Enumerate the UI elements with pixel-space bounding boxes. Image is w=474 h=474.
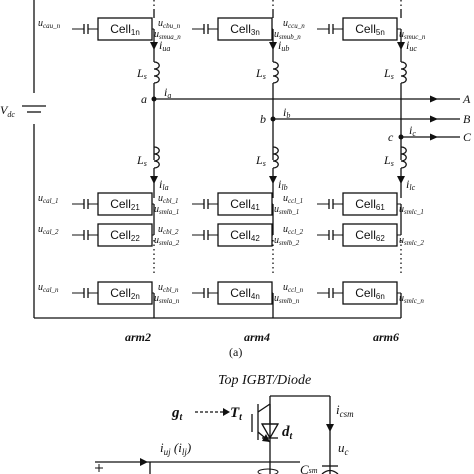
arm-current-label: iuj (ilj) <box>160 440 191 457</box>
cell-name-lower0-0: Cell21 <box>110 197 140 212</box>
output-arrow-1 <box>430 115 438 123</box>
arm-label-6: arm6 <box>373 330 399 344</box>
phase-current-label-0: ia <box>164 85 171 100</box>
cell-uc-label-upper1-0: ucbu_n <box>158 18 181 30</box>
cell-usm-label-lower2-0: usmlc_1 <box>399 204 424 216</box>
cell-usm-label-lower1-0: usmlb_1 <box>274 204 299 216</box>
lower-inductor-1 <box>272 146 279 169</box>
cell-uc-label-lower1-0: ucbl_1 <box>158 193 179 205</box>
output-terminal-1: B <box>463 112 471 126</box>
lower-inductor-0 <box>153 146 160 169</box>
cell-usm-label-upper0-0: usmua_n <box>154 29 181 41</box>
cell-uc-label-upper2-0: uccu_n <box>283 18 305 30</box>
vdc-label: Vdc <box>0 103 15 119</box>
upper-inductor-2 <box>400 61 407 84</box>
cell-usm-label-upper1-0: usmub_n <box>274 29 301 41</box>
upper-inductor-label-2: Ls <box>383 66 394 81</box>
cell-usm-label-lower2-2: usmlc_n <box>399 293 424 305</box>
uc-label: uc <box>338 440 349 457</box>
cell-uc-label-lower0-2: ucal_n <box>38 282 59 294</box>
dc-bus: Vdc <box>0 0 401 319</box>
cell-usm-label-lower0-0: usmla_1 <box>154 204 179 216</box>
upper-current-arrow <box>150 42 158 50</box>
cell-usm-label-lower0-2: usmla_n <box>154 293 180 305</box>
lower-inductor-label-1: Ls <box>255 153 266 168</box>
cell-name-lower2-1: Cell62 <box>355 228 385 243</box>
phase-current-label-1: ib <box>283 105 290 120</box>
cell-name-lower0-2: Cell2n <box>110 286 140 301</box>
cell-name-upper0-0: Cell1n <box>110 22 140 37</box>
output-terminal-0: A <box>462 92 471 106</box>
upper-current-label-2: iuc <box>406 38 417 53</box>
cell-usm-label-lower0-1: usmla_2 <box>154 235 180 247</box>
lower-inductor-2 <box>400 146 407 169</box>
upper-current-label-1: iub <box>278 38 289 53</box>
upper-current-arrow <box>397 42 405 50</box>
lower-current-arrow <box>269 176 277 184</box>
lower-current-arrow <box>150 176 158 184</box>
detail-title: Top IGBT/Diode <box>218 373 311 388</box>
node-label-0: a <box>141 92 147 106</box>
cell-name-lower1-1: Cell42 <box>230 228 260 243</box>
node-label-2: c <box>388 130 394 144</box>
cell-uc-label-lower0-0: ucal_1 <box>38 193 59 205</box>
cell-uc-label-lower0-1: ucal_2 <box>38 224 59 236</box>
lower-inductor-label-2: Ls <box>383 153 394 168</box>
cell-usm-label-upper2-0: usmuc_n <box>399 29 426 41</box>
cell-uc-label-lower1-2: ucbl_n <box>158 282 179 294</box>
csm-cap-label: Csm <box>300 462 318 474</box>
cell-name-lower1-0: Cell41 <box>230 197 260 212</box>
top-dots <box>153 0 402 10</box>
output-arrow-0 <box>430 95 438 103</box>
output-terminal-2: C <box>463 130 472 144</box>
upper-current-label-0: iua <box>159 38 170 53</box>
diode-label: dt <box>282 424 294 442</box>
upper-inductor-label-1: Ls <box>255 66 266 81</box>
lower-current-arrow <box>397 176 405 184</box>
cell-usm-label-lower2-1: usmlc_2 <box>399 235 424 247</box>
cell-uc-label-lower2-0: uccl_1 <box>283 193 303 205</box>
upper-inductor-label-0: Ls <box>136 66 147 81</box>
gate-label: gt <box>171 405 184 423</box>
cell-uc-label-lower2-1: uccl_2 <box>283 224 304 236</box>
upper-inductor-0 <box>153 61 160 84</box>
cell-name-upper1-0: Cell3n <box>230 22 260 37</box>
cell-usm-label-lower1-1: usmlb_2 <box>274 235 300 247</box>
lower-inductor-label-0: Ls <box>136 153 147 168</box>
lower-current-label-1: ilb <box>278 177 288 192</box>
lower-current-label-0: ila <box>159 177 169 192</box>
cell-name-lower2-0: Cell61 <box>355 197 385 212</box>
output-arrow-2 <box>430 133 438 141</box>
arm-label-2: arm2 <box>125 330 151 344</box>
lower-current-label-2: ilc <box>406 177 416 192</box>
upper-inductor-1 <box>272 61 279 84</box>
upper-current-arrow <box>269 42 277 50</box>
cell-uc-label-lower1-1: ucbl_2 <box>158 224 179 236</box>
arm-label-4: arm4 <box>244 330 270 344</box>
node-label-1: b <box>260 112 266 126</box>
cell-uc-label-lower2-2: uccl_n <box>283 282 304 294</box>
submodule-detail: Top IGBT/Diode gt Tt dt icsm uc Csm <box>95 373 354 474</box>
cell-name-upper2-0: Cell5n <box>355 22 385 37</box>
phase-current-label-2: ic <box>409 123 416 138</box>
switch-label: Tt <box>230 405 243 423</box>
cell-name-lower0-1: Cell22 <box>110 228 140 243</box>
csm-current-label: icsm <box>336 402 354 419</box>
cell-name-lower2-2: Cell6n <box>355 286 385 301</box>
cell-usm-label-lower1-2: usmlb_n <box>274 293 300 305</box>
cell-name-lower1-2: Cell4n <box>230 286 260 301</box>
cell-uc-label-upper0-0: ucau_n <box>38 18 61 30</box>
caption-a: (a) <box>229 345 242 359</box>
